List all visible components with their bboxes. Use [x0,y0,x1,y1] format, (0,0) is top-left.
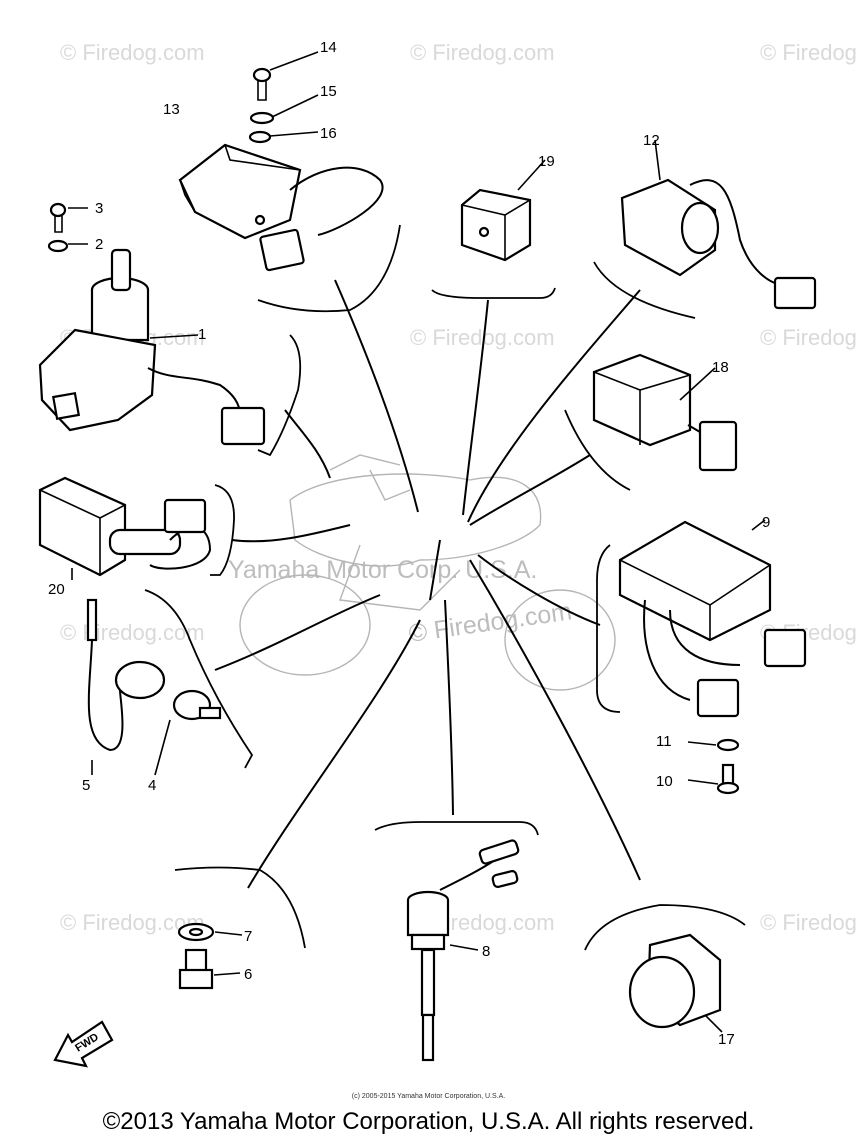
ref-10: 10 [656,773,673,790]
ref-15: 15 [320,83,337,100]
watermark-group: © Firedog.com © Firedog.com © Firedog.co… [60,40,857,935]
small-credit-line: (c) 2005-2015 Yamaha Motor Corporation, … [351,1093,506,1100]
owner-watermark: Yamaha Motor Corp. U.S.A. [228,556,537,584]
ref-18: 18 [712,359,729,376]
motorcycle-outline [239,454,616,691]
ref-12: 12 [643,132,660,149]
ref-7: 7 [244,928,252,945]
reference-labels: 1 2 3 4 5 6 7 8 9 10 11 12 13 14 15 16 1… [48,39,770,1048]
group-brackets [144,224,746,951]
ref-11: 11 [656,733,672,750]
leader-lines [214,279,641,889]
watermark: © Firedog.com [60,40,205,65]
ref-3: 3 [95,200,103,217]
ref-5: 5 [82,777,90,794]
ref-17: 17 [718,1031,735,1048]
ref-8: 8 [482,943,490,960]
ref-2: 2 [95,236,103,253]
watermark: © Firedog.com [410,40,555,65]
watermark: © Firedog.com [60,620,205,645]
watermark: © Firedog.com [760,910,857,935]
ref-1: 1 [198,326,206,343]
ref-9: 9 [762,514,770,531]
watermark: © Firedog.com [760,40,857,65]
parts-10-11-bolt-washer [687,738,740,795]
parts-1-3-main-switch [38,202,266,446]
ref-6: 6 [244,966,252,983]
forward-arrow: FWD [53,1020,114,1068]
part-19-relay [460,159,546,262]
ref-13: 13 [163,101,180,118]
part-20-unit [38,476,212,580]
part-9-control-unit [618,519,807,718]
ref-20: 20 [48,581,65,598]
part-13-relay-unit [178,143,384,272]
watermark: © Firedog.com [407,597,574,648]
parts-6-7-switch-gasket [177,922,243,990]
ref-14: 14 [320,39,337,56]
part-17-canister [628,933,723,1033]
parts-4-5-sensors [86,598,222,776]
ref-4: 4 [148,777,156,794]
part-8-sensor [406,839,520,1062]
ref-16: 16 [320,125,337,142]
part-12-relay-connector [620,139,817,310]
copyright-notice: ©2013 Yamaha Motor Corporation, U.S.A. A… [102,1108,755,1135]
ref-19: 19 [538,153,555,170]
watermark: © Firedog.com [760,325,857,350]
parts-14-16-fasteners [248,51,319,144]
part-18-relay-block [592,353,738,472]
